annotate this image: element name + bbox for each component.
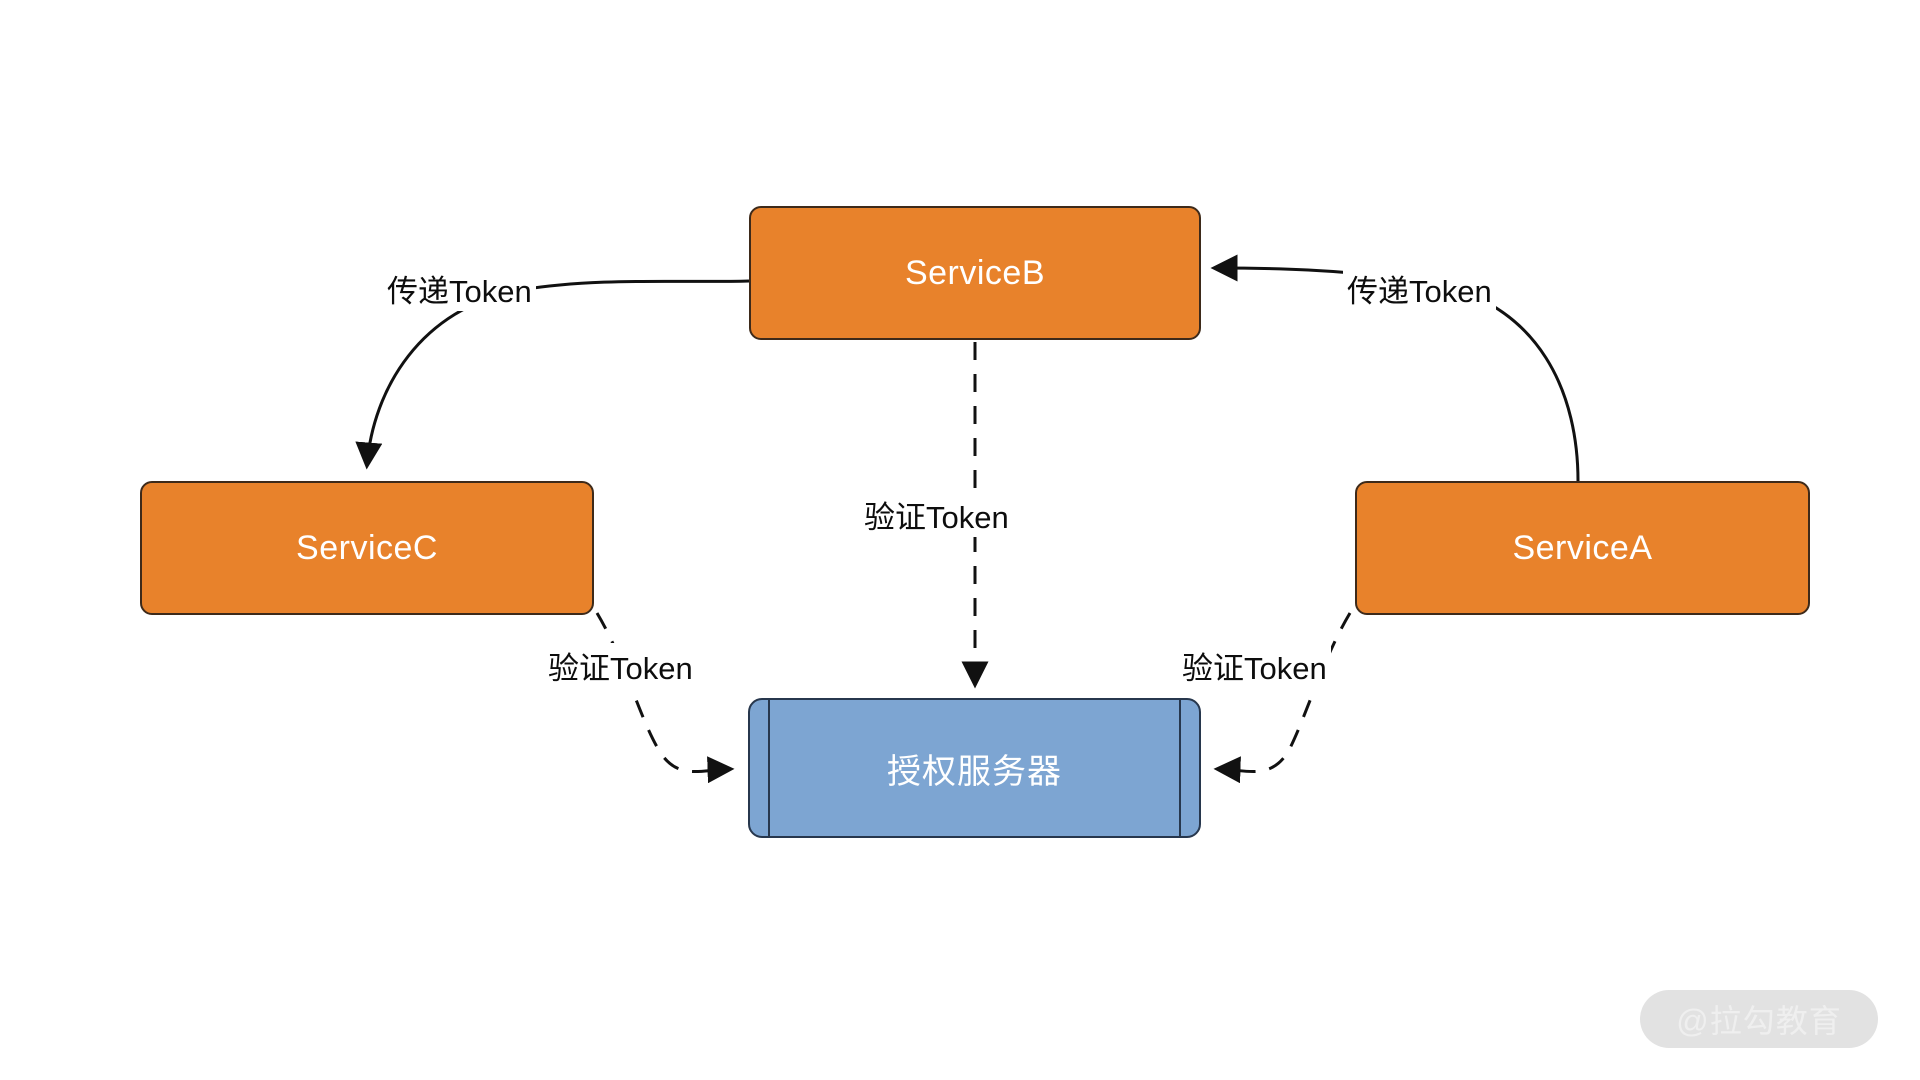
node-service-a-label: ServiceA (1512, 528, 1653, 567)
watermark-text: @拉勾教育 (1676, 1003, 1842, 1039)
edge-label-verify-token-right: 验证Token (1178, 643, 1331, 688)
edge-label-pass-token-left: 传递Token (383, 266, 536, 311)
node-service-a[interactable]: ServiceA (1355, 481, 1810, 615)
cylinder-left-edge-line (768, 699, 770, 837)
node-service-b[interactable]: ServiceB (749, 206, 1201, 340)
edge-label-verify-token-left: 验证Token (544, 643, 697, 688)
node-authorization-server[interactable]: 授权服务器 (748, 698, 1201, 838)
node-authorization-server-label-wrap: 授权服务器 (748, 698, 1201, 838)
cylinder-right-edge-line (1179, 699, 1181, 837)
watermark-badge: @拉勾教育 (1640, 990, 1878, 1048)
node-authorization-server-label: 授权服务器 (887, 752, 1062, 791)
cylinder-body (748, 698, 1201, 838)
edge-a-to-auth (1213, 612, 1352, 784)
node-service-b-label: ServiceB (904, 253, 1046, 292)
edge-label-verify-token-middle: 验证Token (860, 492, 1013, 537)
edge-label-pass-token-right: 传递Token (1343, 266, 1496, 311)
edge-c-to-auth (595, 612, 735, 784)
node-service-c-label: ServiceC (296, 528, 438, 567)
node-service-c[interactable]: ServiceC (140, 481, 594, 615)
